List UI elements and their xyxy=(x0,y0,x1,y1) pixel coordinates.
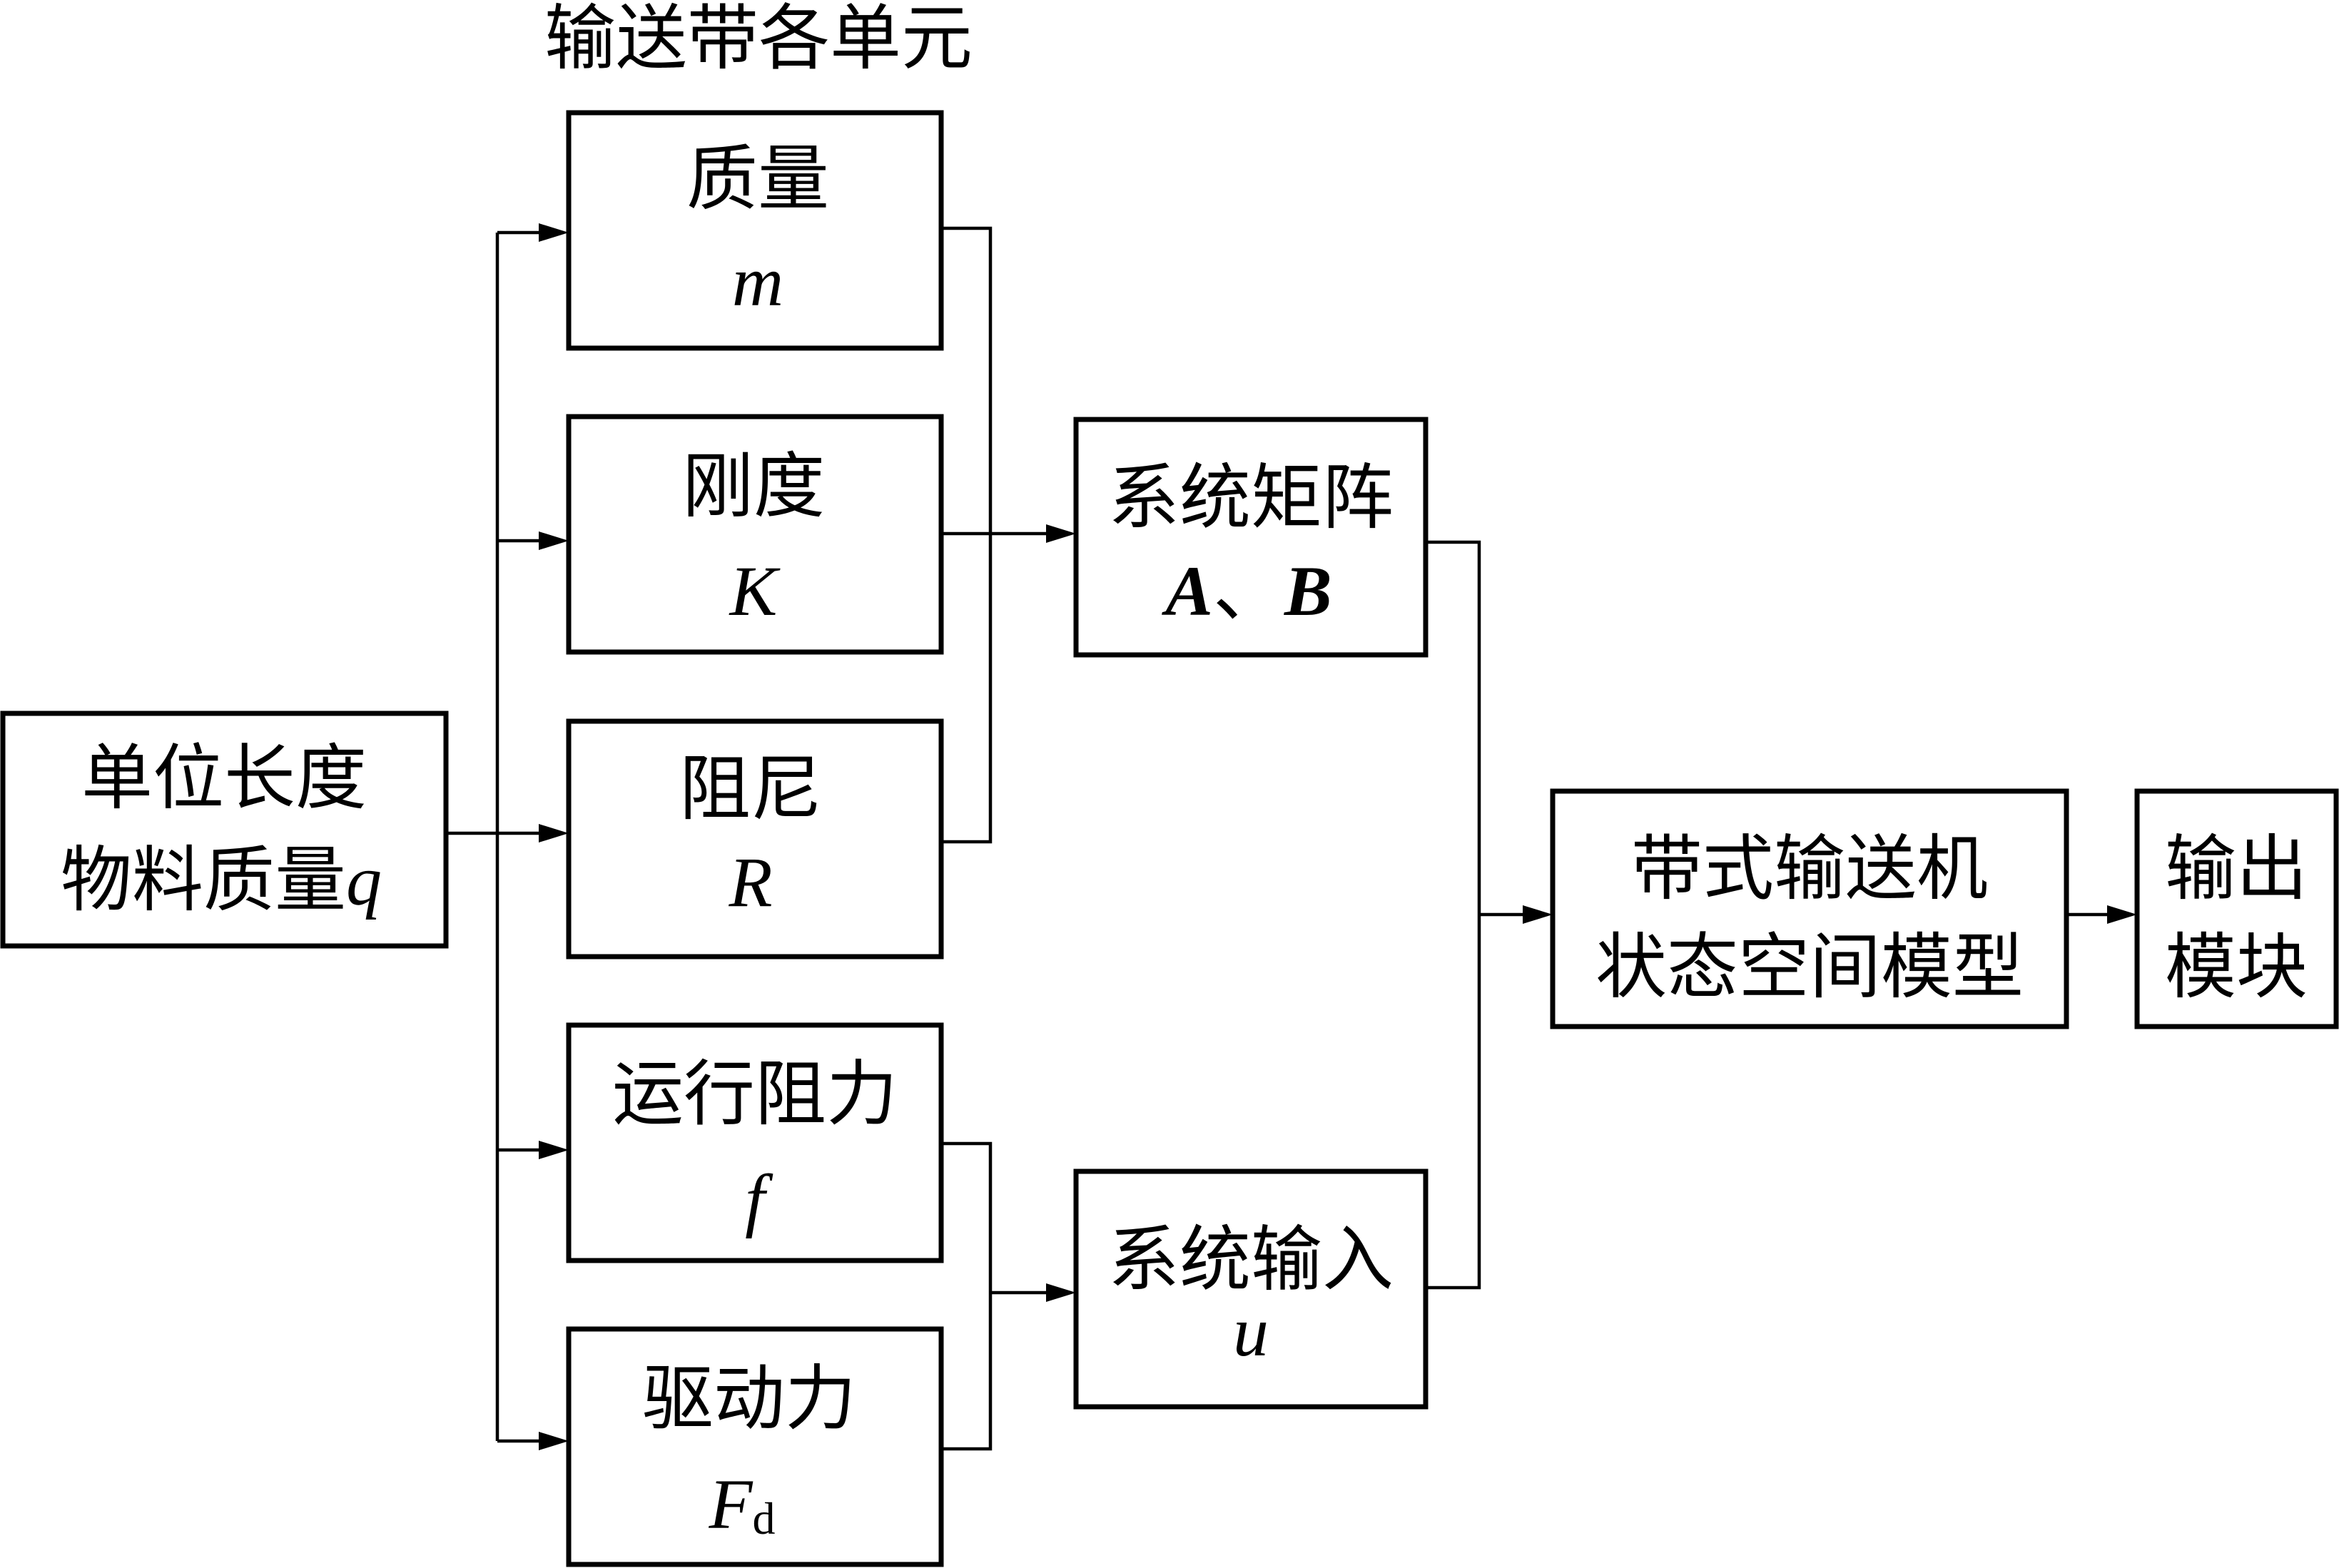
unit-symbol-mass: m xyxy=(732,242,783,321)
arrowhead-to-state-space-model xyxy=(1523,905,1553,924)
output-module-line2: 模块 xyxy=(2165,925,2308,1009)
connector-to-output-module xyxy=(2066,905,2137,924)
unit-label-running-resistance: 运行阻力 xyxy=(612,1052,898,1136)
unit-box-running-resistance: 运行阻力 f xyxy=(566,1022,944,1263)
group-title: 输送带各单元 xyxy=(544,0,973,80)
state-space-model-box: 带式输送机 状态空间模型 xyxy=(1550,788,2069,1029)
state-space-model-line1: 带式输送机 xyxy=(1631,827,1988,910)
input-block-symbol: q xyxy=(346,841,382,920)
system-matrix-symbol-a: A xyxy=(1161,551,1213,631)
connector-to-state-space-model xyxy=(1426,540,1553,1290)
unit-box-mass: 质量 m xyxy=(566,110,944,351)
arrowhead-to-running-resistance xyxy=(539,1141,569,1159)
system-input-box: 系统输入 u xyxy=(1073,1169,1429,1410)
system-matrix-box: 系统矩阵 A、B xyxy=(1073,417,1429,658)
input-block-line2: 物料质量q xyxy=(61,838,382,922)
connector-forces-to-system-input xyxy=(941,1141,1076,1451)
system-matrix-symbol-b: B xyxy=(1284,551,1332,631)
system-matrix-symbols: A、B xyxy=(1161,549,1331,632)
unit-symbol-damping: R xyxy=(728,842,772,922)
input-block-unit-length-material-mass: 单位长度 物料质量q xyxy=(0,711,449,949)
unit-symbol-stiffness: K xyxy=(729,551,781,631)
input-block-line2-text: 物料质量 xyxy=(61,838,346,922)
unit-symbol-driving-force-subscript: d xyxy=(753,1493,776,1544)
unit-label-stiffness: 刚度 xyxy=(682,444,825,528)
arrowhead-to-mass xyxy=(539,223,569,242)
output-module-line1: 输出 xyxy=(2165,827,2308,910)
state-space-model-line2: 状态空间模型 xyxy=(1595,925,2024,1009)
unit-label-driving-force: 驱动力 xyxy=(642,1357,856,1440)
arrowhead-to-output-module xyxy=(2107,905,2137,924)
arrowhead-to-stiffness xyxy=(539,531,569,550)
system-matrix-separator: 、 xyxy=(1213,549,1284,632)
unit-box-damping: 阻尼 R xyxy=(566,718,944,959)
arrowhead-to-damping xyxy=(539,824,569,842)
unit-label-damping: 阻尼 xyxy=(679,747,822,830)
output-module-box: 输出 模块 xyxy=(2134,788,2339,1029)
unit-box-driving-force: 驱动力 Fd xyxy=(566,1326,944,1567)
unit-label-mass: 质量 xyxy=(686,137,829,220)
system-input-label: 系统输入 xyxy=(1108,1218,1394,1301)
unit-box-stiffness: 刚度 K xyxy=(566,414,944,655)
input-block-line1: 单位长度 xyxy=(81,736,367,820)
unit-symbol-driving-force: Fd xyxy=(708,1465,775,1544)
arrowhead-to-system-input xyxy=(1046,1283,1076,1302)
unit-symbol-driving-force-main: F xyxy=(708,1465,753,1544)
connector-input-to-units xyxy=(446,223,569,1450)
system-input-symbol: u xyxy=(1233,1292,1269,1371)
system-matrix-label: 系统矩阵 xyxy=(1108,456,1394,539)
connector-units-to-system-matrix xyxy=(941,226,1076,844)
arrowhead-to-system-matrix xyxy=(1046,524,1076,543)
arrowhead-to-driving-force xyxy=(539,1432,569,1450)
